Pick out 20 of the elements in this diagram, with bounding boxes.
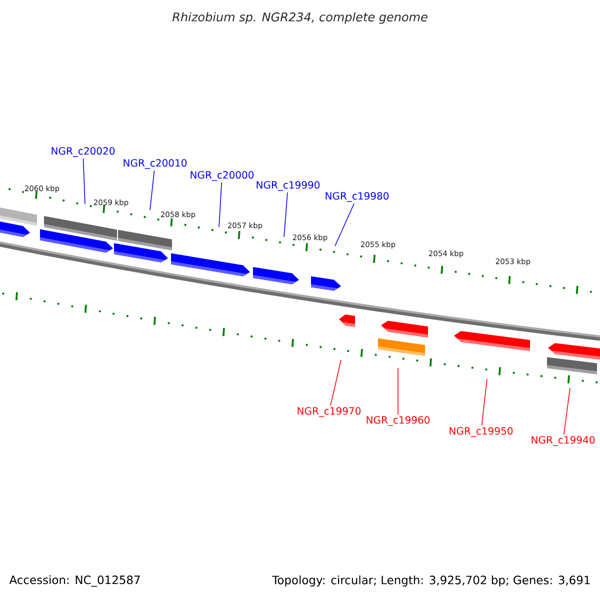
gene-label: NGR_c19990 <box>256 181 320 191</box>
accession-text: Accession: NC_012587 <box>9 575 140 587</box>
gene-label: NGR_c19980 <box>326 192 389 202</box>
gene-label: NGR_c19950 <box>450 427 513 437</box>
leader-line <box>82 158 86 204</box>
gene-label: NGR_c19940 <box>532 436 595 446</box>
genome-summary: Topology: circular; Length: 3,925,702 bp; Genes: 3,691 <box>272 575 590 587</box>
leader-line <box>330 360 342 406</box>
leader-line <box>284 192 288 238</box>
leader-line <box>150 170 155 210</box>
leader-line <box>334 203 354 246</box>
leader-line <box>481 378 488 426</box>
gene-label: NGR_c19960 <box>366 416 430 426</box>
gene-label: NGR_c20010 <box>124 159 187 169</box>
title: Rhizobium sp. NGR234, complete genome <box>172 12 428 24</box>
gene-label: NGR_c19970 <box>298 407 361 417</box>
leader-line <box>563 388 570 435</box>
leader-line <box>218 182 222 228</box>
gene-label: NGR_c20000 <box>190 171 254 181</box>
gene-label: NGR_c20020 <box>52 147 115 157</box>
